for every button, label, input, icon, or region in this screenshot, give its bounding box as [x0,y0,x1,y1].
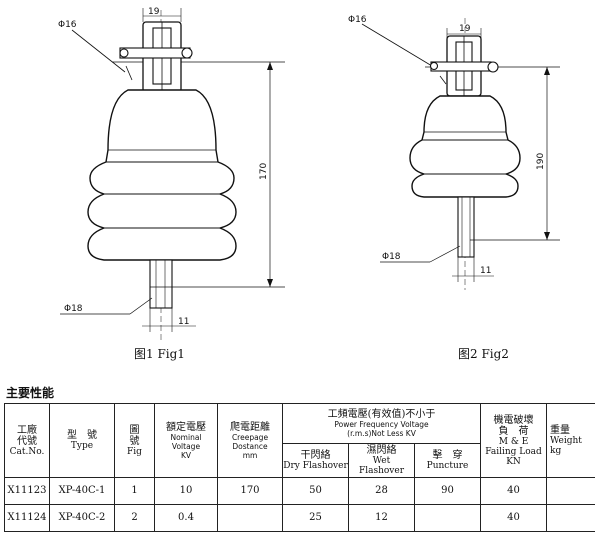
header-wet: 濕閃絡 Wet Flashover [348,443,415,478]
header-creep-en1: Creepage [231,432,269,442]
cell-fig: 1 [114,477,155,505]
figure2-insulator-drawing [361,18,560,290]
cell-punc: 90 [413,477,482,505]
cell-wet: 28 [348,477,415,505]
header-cat-cn1: 工廠 [17,424,37,436]
header-creep-cn: 爬電距離 [230,421,270,433]
header-weight-en: Weight [550,436,582,446]
cell-fig: 2 [114,504,155,532]
header-dry: 干閃絡 Dry Flashover [282,443,349,478]
header-type: 型 號 Type [49,403,115,478]
cell-weight [546,504,595,532]
header-volt-unit: KV [180,450,192,460]
header-creepage: 爬電距離 Creepage Dostance mm [217,403,283,478]
header-type-en: Type [70,441,94,451]
header-pf-cn: 工頻電壓(有效值)不小于 [327,409,436,420]
fig2-height-label: 190 [536,153,546,170]
cell-type: XP-40C-1 [49,477,115,505]
header-cat-en: Cat.No. [9,446,45,457]
header-volt-en1: Nominal [170,432,202,442]
header-load-cn1: 機電破壞 [493,414,534,426]
header-volt-cn: 額定電壓 [166,421,206,433]
header-fig-cn1: 圖 [129,424,140,436]
fig2-shank-width-label: 11 [480,266,491,276]
fig2-width-label: 19 [459,24,471,34]
fig1-caption: 图1 Fig1 [134,347,185,361]
header-wet-cn: 濕閃絡 [366,445,397,456]
cell-creep [217,504,283,532]
fig1-shank-width-label: 11 [178,317,189,327]
fig1-pin-dia-label: Φ16 [58,20,77,30]
header-dry-en: Dry Flashover [283,461,348,471]
header-pf-en1: Power Frequency Voltage [334,420,429,429]
cell-type: XP-40C-2 [49,504,115,532]
cell-load: 40 [480,477,548,505]
table-row: X11123 XP-40C-1 1 10 170 50 28 90 40 [4,477,595,505]
cell-creep: 170 [217,477,283,505]
header-voltage: 額定電壓 Nominal Voltage KV [154,403,218,478]
header-weight-cn: 重量 [550,425,571,436]
header-wet-en: Wet Flashover [358,456,405,476]
fig2-shank-dia-label: Φ18 [382,252,401,262]
drawing-area: Φ16 19 170 Φ18 11 图1 Fig1 [58,7,560,361]
cell-volt: 0.4 [154,504,218,532]
header-dry-cn: 干閃絡 [300,450,331,461]
header-punc-en: Puncture [426,461,469,471]
section-title: 主要性能 [6,386,55,400]
header-type-cn: 型 號 [67,430,97,441]
header-weight-unit: kg [550,446,562,456]
cell-load: 40 [480,504,548,532]
performance-table: 工廠 代號 Cat.No. 型 號 Type 圖 號 Fig 額定電壓 Nomi… [4,403,595,532]
header-load-cn2: 負 荷 [498,425,529,437]
fig1-height-label: 170 [259,163,269,180]
header-load-unit: KN [506,456,521,467]
header-pf-en2: (r.m.s)Not Less KV [347,429,416,438]
header-cat-cn2: 代號 [17,435,37,447]
cell-cat: X11124 [4,504,50,532]
header-fig: 圖 號 Fig [114,403,155,478]
header-failing-load: 機電破壞 負 荷 M & E Failing Load KN [480,403,548,478]
fig2-caption: 图2 Fig2 [458,347,509,361]
header-creep-en2: Dostance [232,441,268,451]
header-load-en1: M & E [498,436,529,447]
header-load-en2: Failing Load [485,446,542,457]
fig1-width-label: 19 [148,7,160,17]
header-fig-cn2: 號 [129,435,140,447]
header-puncture: 擊 穿 Puncture [413,443,482,478]
header-volt-en2: Voltage [171,441,201,451]
figure1-insulator-drawing [60,8,285,340]
cell-weight [546,477,595,505]
cell-dry: 50 [282,477,349,505]
cell-punc [413,504,482,532]
header-cat: 工廠 代號 Cat.No. [4,403,50,478]
header-weight: 重量 Weight kg [546,403,595,478]
header-creep-unit: mm [242,450,258,460]
cell-wet: 12 [348,504,415,532]
cell-cat: X11123 [4,477,50,505]
fig1-shank-dia-label: Φ18 [64,304,83,314]
cell-dry: 25 [282,504,349,532]
table-row: X11124 XP-40C-2 2 0.4 25 12 40 [4,504,595,532]
header-fig-en: Fig [127,446,142,457]
fig2-pin-dia-label: Φ16 [348,15,367,25]
header-punc-cn: 擊 穿 [432,450,463,461]
cell-volt: 10 [154,477,218,505]
header-power-frequency: 工頻電壓(有效值)不小于 Power Frequency Voltage (r.… [281,403,482,444]
